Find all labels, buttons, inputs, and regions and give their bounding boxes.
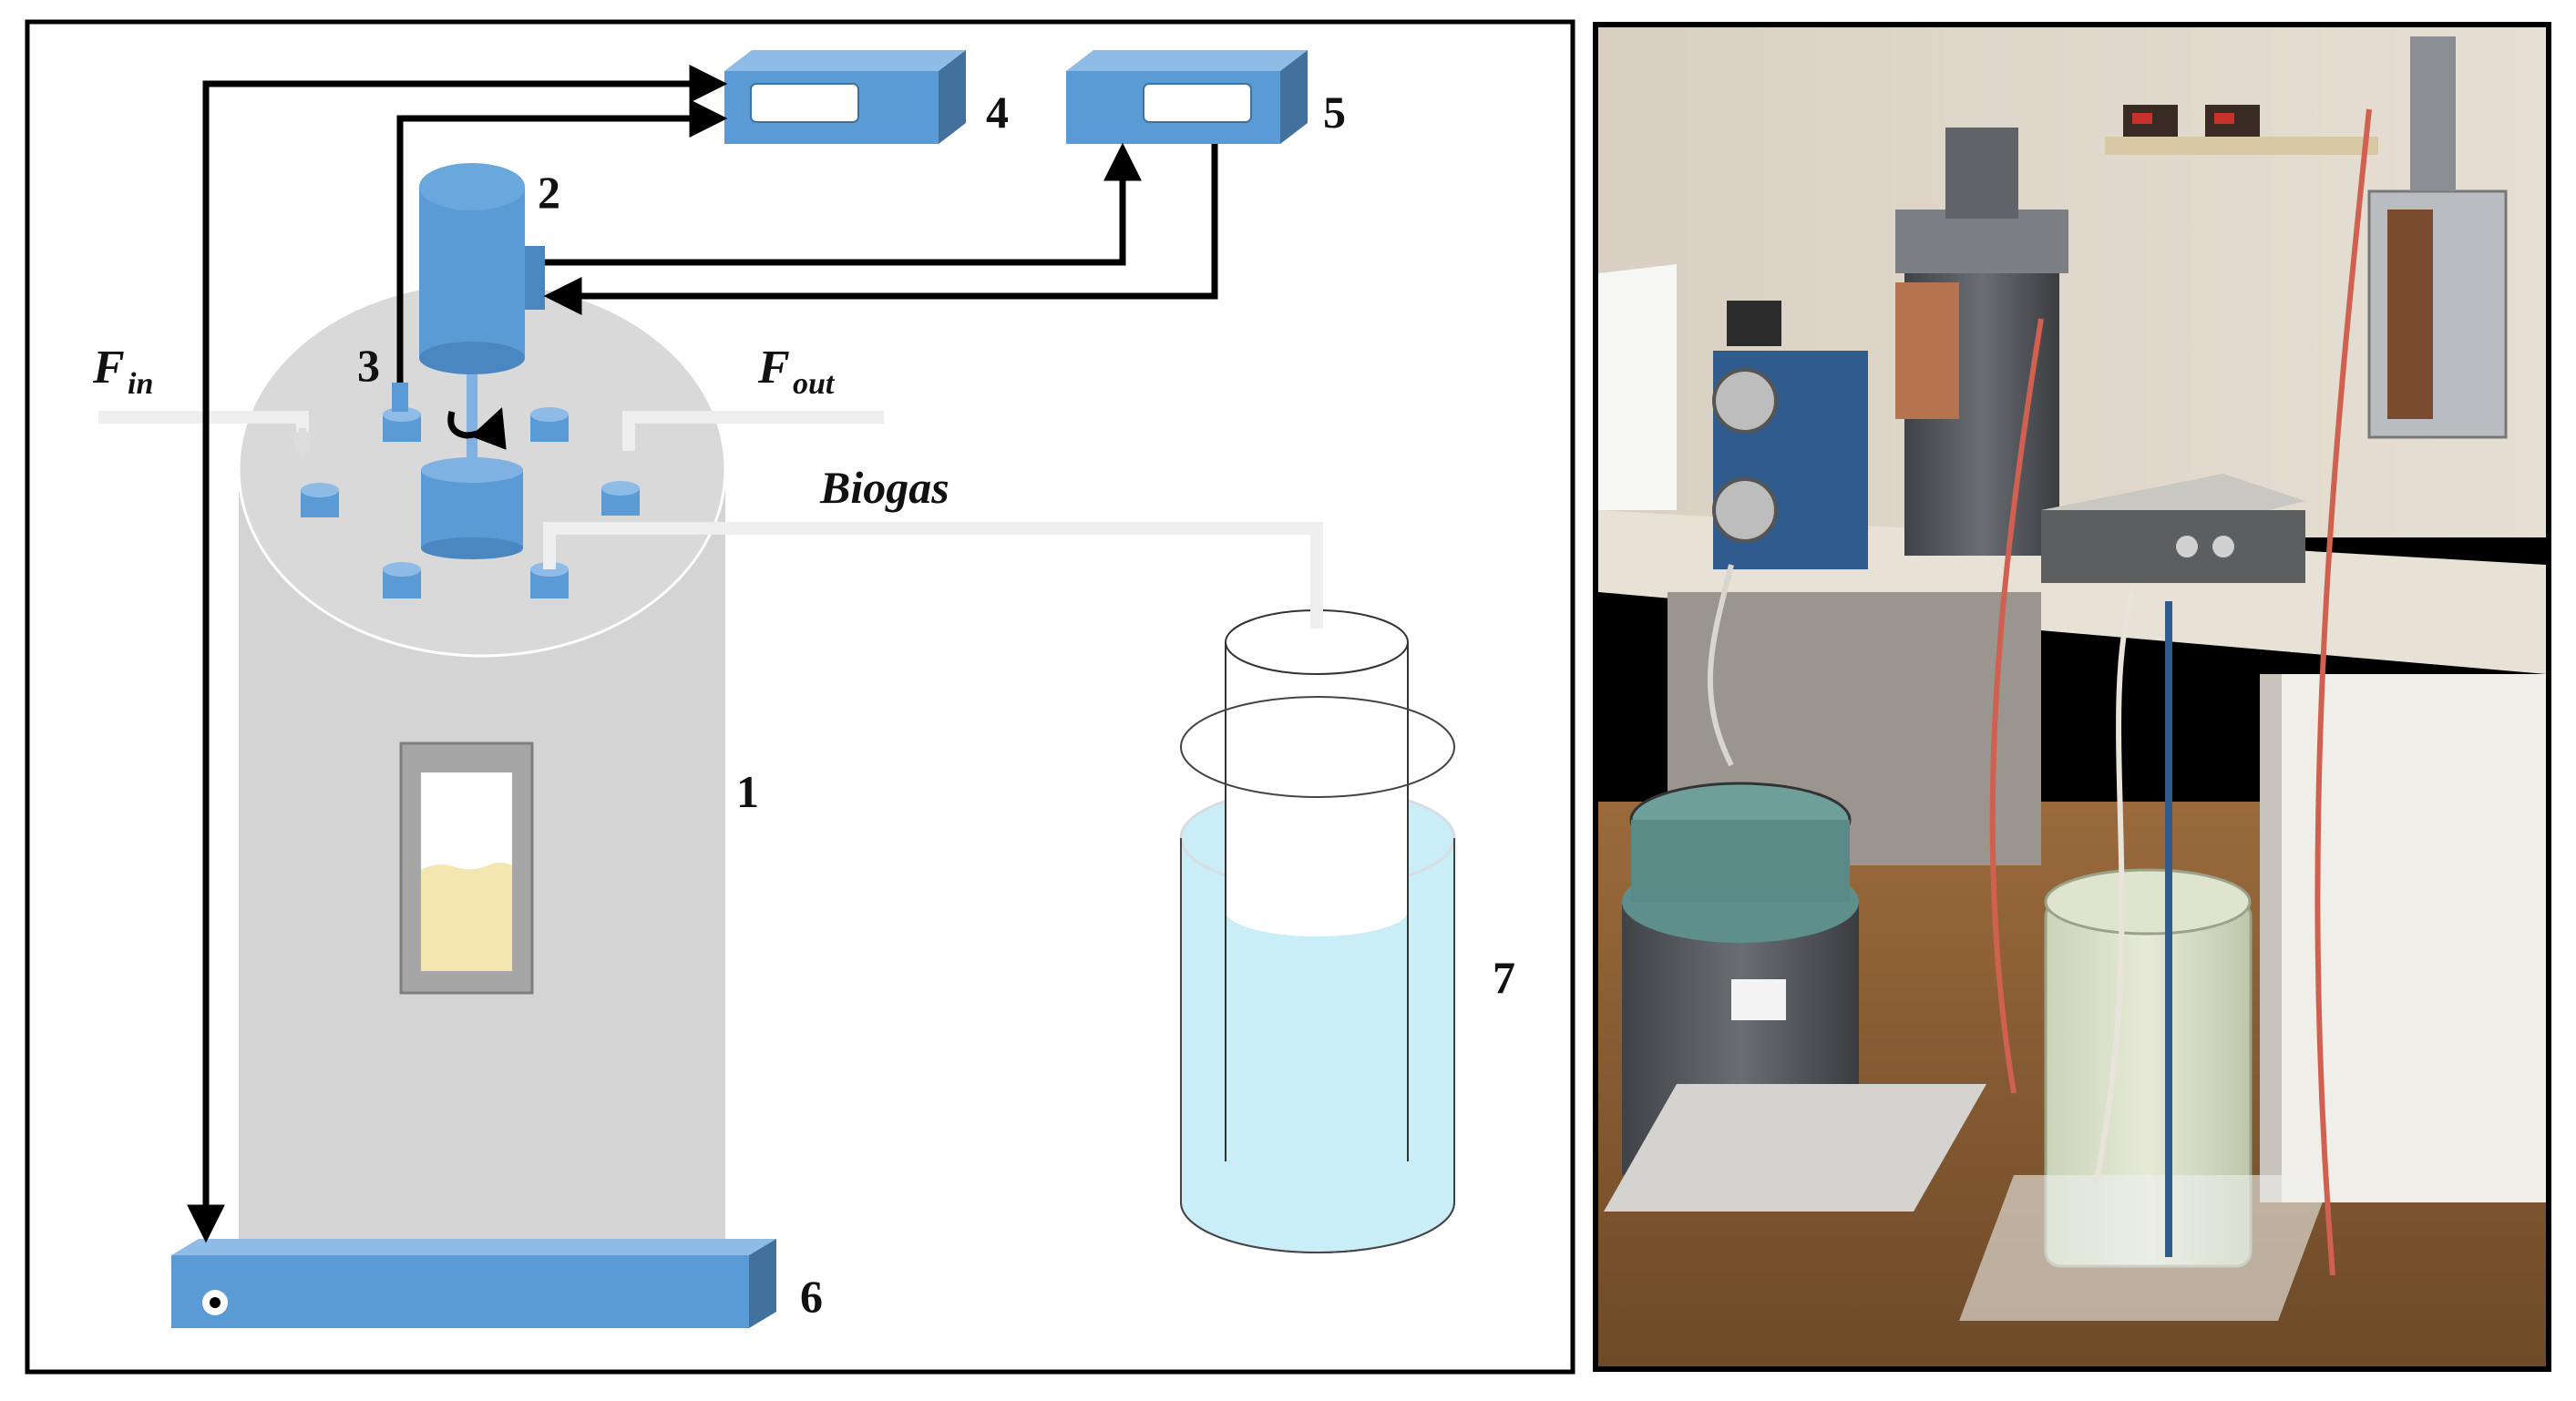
control-lines <box>187 65 1218 1243</box>
display-4 <box>750 83 859 123</box>
label-f-in: F in <box>92 342 153 401</box>
heater-base <box>171 1239 776 1328</box>
lab-photo-panel <box>1593 22 2551 1372</box>
line-sensor-to-controller-4 <box>396 99 728 383</box>
line-motor-to-controller-5 <box>545 142 1142 266</box>
label-2: 2 <box>538 167 560 218</box>
port-1 <box>383 407 421 442</box>
controller-4 <box>724 50 966 144</box>
label-6: 6 <box>800 1271 823 1322</box>
rotation-arrow-icon <box>447 407 507 450</box>
svg-text:out: out <box>793 367 836 401</box>
port-4 <box>601 481 640 516</box>
svg-text:F: F <box>92 342 125 394</box>
label-4: 4 <box>986 87 1009 138</box>
fermenter-vessel <box>237 281 727 1278</box>
lab-photo <box>1598 27 2546 1366</box>
stirrer-hub <box>421 363 523 559</box>
label-5: 5 <box>1323 87 1346 138</box>
schematic-panel: 1 2 3 4 5 6 7 F in F out Biogas <box>25 19 1575 1375</box>
label-7: 7 <box>1493 952 1515 1003</box>
label-f-out: F out <box>757 342 836 401</box>
display-5 <box>1143 83 1252 123</box>
gas-holder <box>1179 609 1456 1253</box>
svg-text:F: F <box>757 342 790 394</box>
substrate-level <box>421 862 512 971</box>
svg-text:in: in <box>128 367 153 401</box>
label-biogas: Biogas <box>819 462 949 513</box>
port-3 <box>301 483 339 517</box>
port-2 <box>530 407 569 442</box>
stirrer-shaft <box>467 363 477 474</box>
label-3: 3 <box>357 340 380 391</box>
port-5 <box>383 562 421 598</box>
label-1: 1 <box>736 766 759 817</box>
effluent-outlet-pipe <box>622 411 884 451</box>
controller-5 <box>1066 50 1308 144</box>
sensor-probe <box>392 383 408 412</box>
biogas-pipe <box>543 522 1323 629</box>
line-controller-5-to-motor <box>543 144 1218 315</box>
motor <box>419 163 545 374</box>
